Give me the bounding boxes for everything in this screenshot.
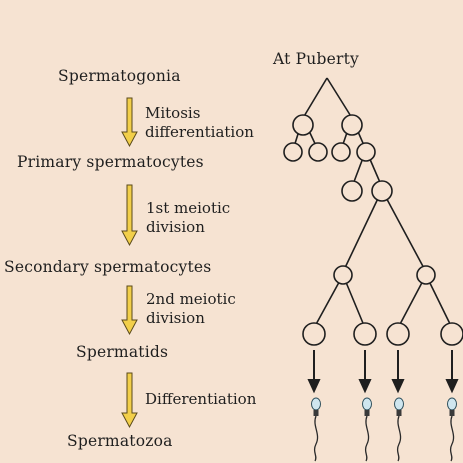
sperm-icon	[447, 397, 457, 462]
cell-spermatogonium-3	[283, 142, 303, 162]
down-arrow-icon	[391, 379, 405, 394]
step-meiosis-2: 2nd meiotic division	[146, 290, 236, 328]
label-spermatozoa: Spermatozoa	[67, 432, 173, 450]
spermatozoa	[311, 397, 457, 462]
step-differentiation-line1: Differentiation	[145, 390, 257, 408]
cell-spermatogonium-6	[356, 142, 376, 162]
differentiation-arrows	[307, 350, 459, 394]
sperm-icon	[394, 397, 404, 462]
cell-secondary-spermatocyte-2	[416, 265, 436, 285]
down-arrow-icon	[358, 379, 372, 394]
cell-spermatogonium-1	[292, 114, 314, 136]
step-meiosis-1-line2: division	[146, 218, 205, 236]
down-arrow-icon	[121, 184, 138, 247]
step-meiosis-1-line1: 1st meiotic	[146, 199, 231, 217]
cell-spermatogonium-5	[331, 142, 351, 162]
label-spermatogonia: Spermatogonia	[58, 67, 181, 85]
cell-spermatid-2	[353, 322, 377, 346]
cell-primary-spermatocyte	[371, 180, 393, 202]
cell-spermatid-4	[440, 322, 463, 346]
cell-spermatogonium-2	[341, 114, 363, 136]
step-mitosis-line2: differentiation	[145, 123, 254, 141]
cell-spermatogonium-4	[308, 142, 328, 162]
stage-arrows	[121, 97, 138, 429]
label-primary-spermatocytes: Primary spermatocytes	[17, 153, 204, 171]
cell-spermatid-3	[386, 322, 410, 346]
step-meiosis-1: 1st meiotic division	[146, 199, 230, 237]
sperm-icon	[311, 397, 321, 462]
step-mitosis-line1: Mitosis	[145, 104, 201, 122]
down-arrow-icon	[307, 379, 321, 394]
down-arrow-icon	[121, 372, 138, 429]
sperm-icon	[362, 397, 372, 462]
step-meiosis-2-line1: 2nd meiotic	[146, 290, 236, 308]
label-at-puberty: At Puberty	[273, 50, 359, 68]
tree-branches	[292, 77, 453, 329]
down-arrow-icon	[121, 285, 138, 336]
cell-spermatid-1	[302, 322, 326, 346]
down-arrow-icon	[445, 379, 459, 394]
step-differentiation: Differentiation	[145, 390, 256, 409]
down-arrow-icon	[121, 97, 138, 148]
tree-cells	[283, 114, 463, 346]
step-mitosis: Mitosis differentiation	[145, 104, 254, 142]
step-meiosis-2-line2: division	[146, 309, 205, 327]
cell-spermatogonium-7	[341, 180, 363, 202]
label-secondary-spermatocytes: Secondary spermatocytes	[4, 258, 212, 276]
cell-secondary-spermatocyte-1	[333, 265, 353, 285]
label-spermatids: Spermatids	[76, 343, 169, 361]
